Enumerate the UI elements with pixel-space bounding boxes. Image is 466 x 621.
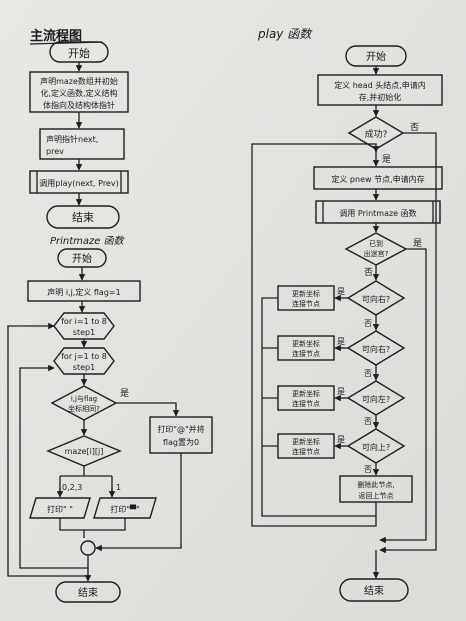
update-boxes-merge [261,297,376,517]
play-init-line2: 存,并初始化 [359,92,402,102]
left-no-label: 否 [364,417,372,426]
play-end-label: 结束 [364,584,384,597]
loop-j-back-edge [19,364,89,569]
left-column: 主流程图 开始 声明maze数组并初始 化,定义函数,定义结构 体指向及结构体指… [7,28,213,603]
exit-line1: 已到 [369,240,383,248]
left-yes-label: 是 [337,387,345,396]
exit-no-label: 否 [364,267,373,278]
main-start-label: 开始 [68,46,90,60]
main-end-label: 结束 [72,211,94,224]
exit-yes-label: 是 [413,238,422,249]
main-pointer-line1: 声明指针next, [46,134,98,144]
case-b-label: 1 [116,483,121,492]
update3-line2: 连接节点 [292,399,320,408]
call-printmaze-label: 调用 Printmaze 函数 [339,208,416,218]
flag-yes-label: 是 [120,388,129,399]
call-printmaze-side-bars [322,201,434,223]
main-declare-line1: 声明maze数组并初始 [40,76,118,86]
switch-branches [59,466,113,496]
update1-line2: 连接节点 [292,299,320,308]
update4-line2: 连接节点 [292,447,320,456]
pnew-label: 定义 pnew 节点,申请内存 [331,174,424,184]
loop-j-hexagon [53,347,115,375]
main-declare-line3: 体指向及结构体指针 [43,100,115,110]
down-yes-label: 是 [337,337,345,346]
print-space-label: 打印" " [47,504,73,514]
success-no-branch [379,132,437,554]
loop-j-line1: for j=1 to 8 [61,352,107,361]
up-label: 可向上? [362,442,390,452]
update2-line1: 更新坐标 [292,339,320,348]
printmaze-end-label: 结束 [78,586,98,599]
flag-condition-line2: 坐标相同? [68,404,100,413]
exit-line2: 出迷宫? [364,249,389,258]
update1-line1: 更新坐标 [292,289,320,298]
play-init-line1: 定义 head 头结点,申请内 [334,80,426,90]
printmaze-declare-label: 声明 i,j,定义 flag=1 [47,287,120,297]
main-end-terminator [46,205,120,229]
update2-line2: 连接节点 [292,349,320,358]
print-at-line2: flag置为0 [163,437,199,447]
print-at-return [95,453,182,552]
flag-yes-branch [116,402,180,417]
delete-line2: 返回上节点 [359,491,394,500]
main-call-play-side-bars [36,171,122,193]
loop-i-back-edge [7,322,89,577]
right-label: 可向右? [362,294,390,304]
play-title: play 函数 [257,27,313,41]
play-init-box [317,74,443,106]
up-no-label: 否 [364,465,372,474]
main-pointer-line2: prev [46,147,64,156]
right-yes-label: 是 [337,287,345,296]
print-wall-parallelogram [93,497,157,519]
maze-switch-label: maze[i][j] [65,447,104,456]
down-no-label: 否 [364,369,372,378]
printmaze-end-terminator [55,581,121,603]
left-label: 可向左? [362,394,390,404]
play-end-terminator [339,578,409,602]
update3-line1: 更新坐标 [292,389,320,398]
play-start-label: 开始 [366,50,386,63]
cases-merge-lines [59,518,126,538]
success-yes-label: 是 [382,154,391,165]
main-call-play-label: 调用play(next, Prev) [39,179,118,188]
main-flow-title: 主流程图 [30,28,82,44]
print-space-parallelogram [29,497,91,519]
down-label: 可向右? [362,344,390,354]
case-a-label: 0,2,3 [62,483,82,492]
printmaze-title: Printmaze 函数 [50,235,126,247]
print-wall-label: 打印"▀" [110,504,140,514]
play-loop-back-edge [251,143,380,527]
printmaze-declare-box [27,280,141,302]
loop-i-line2: step1 [73,328,95,337]
loop-j-line2: step1 [73,363,95,372]
printmaze-start-label: 开始 [72,252,92,265]
success-no-label: 否 [410,122,419,133]
flag-condition-line1: i,j与flag [71,395,97,403]
delete-line1: 删除此节点, [357,480,394,489]
up-yes-label: 是 [337,435,345,444]
call-printmaze-box [315,200,441,224]
right-no-label: 否 [364,319,372,328]
main-pointer-box [39,128,125,160]
pnew-box [313,166,443,190]
main-declare-line2: 化,定义函数,定义结构 [40,88,117,98]
update4-line1: 更新坐标 [292,437,320,446]
exit-yes-branch [379,248,427,544]
right-column: play 函数 开始 定义 head 头结点,申请内 存,并初始化 成功? 否 … [251,27,443,602]
loop-i-line1: for i=1 to 8 [61,317,107,326]
print-at-line1: 打印"@"并将 [157,424,204,434]
success-label: 成功? [365,128,388,140]
